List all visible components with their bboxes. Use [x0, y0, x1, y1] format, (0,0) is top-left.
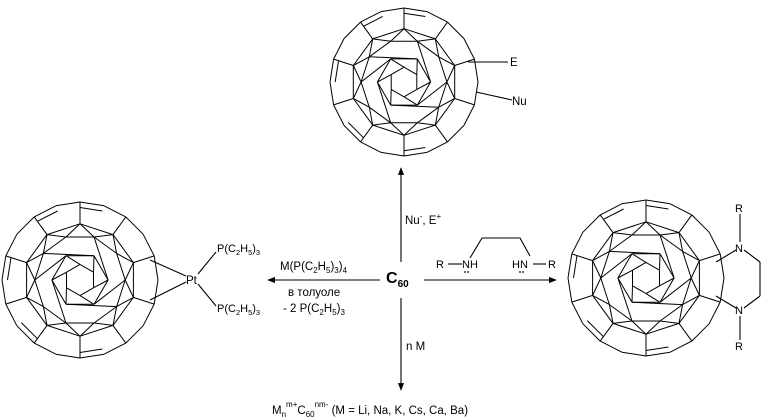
svg-text:N: N	[735, 243, 743, 255]
bottom-reagent: n M	[406, 341, 425, 353]
top-reagent: Nu-, E+	[405, 212, 441, 227]
svg-text:N: N	[735, 305, 743, 317]
piperazine-ring: N N R R	[715, 203, 761, 353]
svg-text:R: R	[735, 203, 743, 215]
fullerene-platinum-complex	[1, 201, 159, 359]
svg-text:HN: HN	[512, 259, 528, 271]
pt-atom: Pt	[186, 275, 198, 287]
fullerene-adduct-top	[329, 7, 479, 157]
svg-text:NH: NH	[462, 259, 478, 271]
diamine-reagent: R NH HN R	[436, 237, 556, 273]
pt-ligand-lower: P(C2H5)3	[217, 303, 260, 317]
top-group-nu: Nu	[512, 96, 527, 108]
svg-text:R: R	[735, 341, 743, 353]
svg-text:R: R	[436, 259, 444, 271]
pt-ligand-upper: P(C2H5)3	[217, 243, 260, 257]
left-reagent-line2: в толуоле	[288, 287, 340, 299]
bottom-product: Mnm+C60nm- (M = Li, Na, K, Cs, Ca, Ba)	[272, 400, 468, 419]
svg-text:R: R	[548, 259, 556, 271]
center-label: C60	[386, 270, 409, 290]
left-reagent-line3: - 2 P(C2H5)3	[283, 303, 345, 317]
left-reagent-line1: M(P(C2H5)3)4	[280, 261, 348, 275]
fullerene-piperazine-adduct	[567, 199, 725, 357]
top-group-e: E	[510, 57, 518, 69]
